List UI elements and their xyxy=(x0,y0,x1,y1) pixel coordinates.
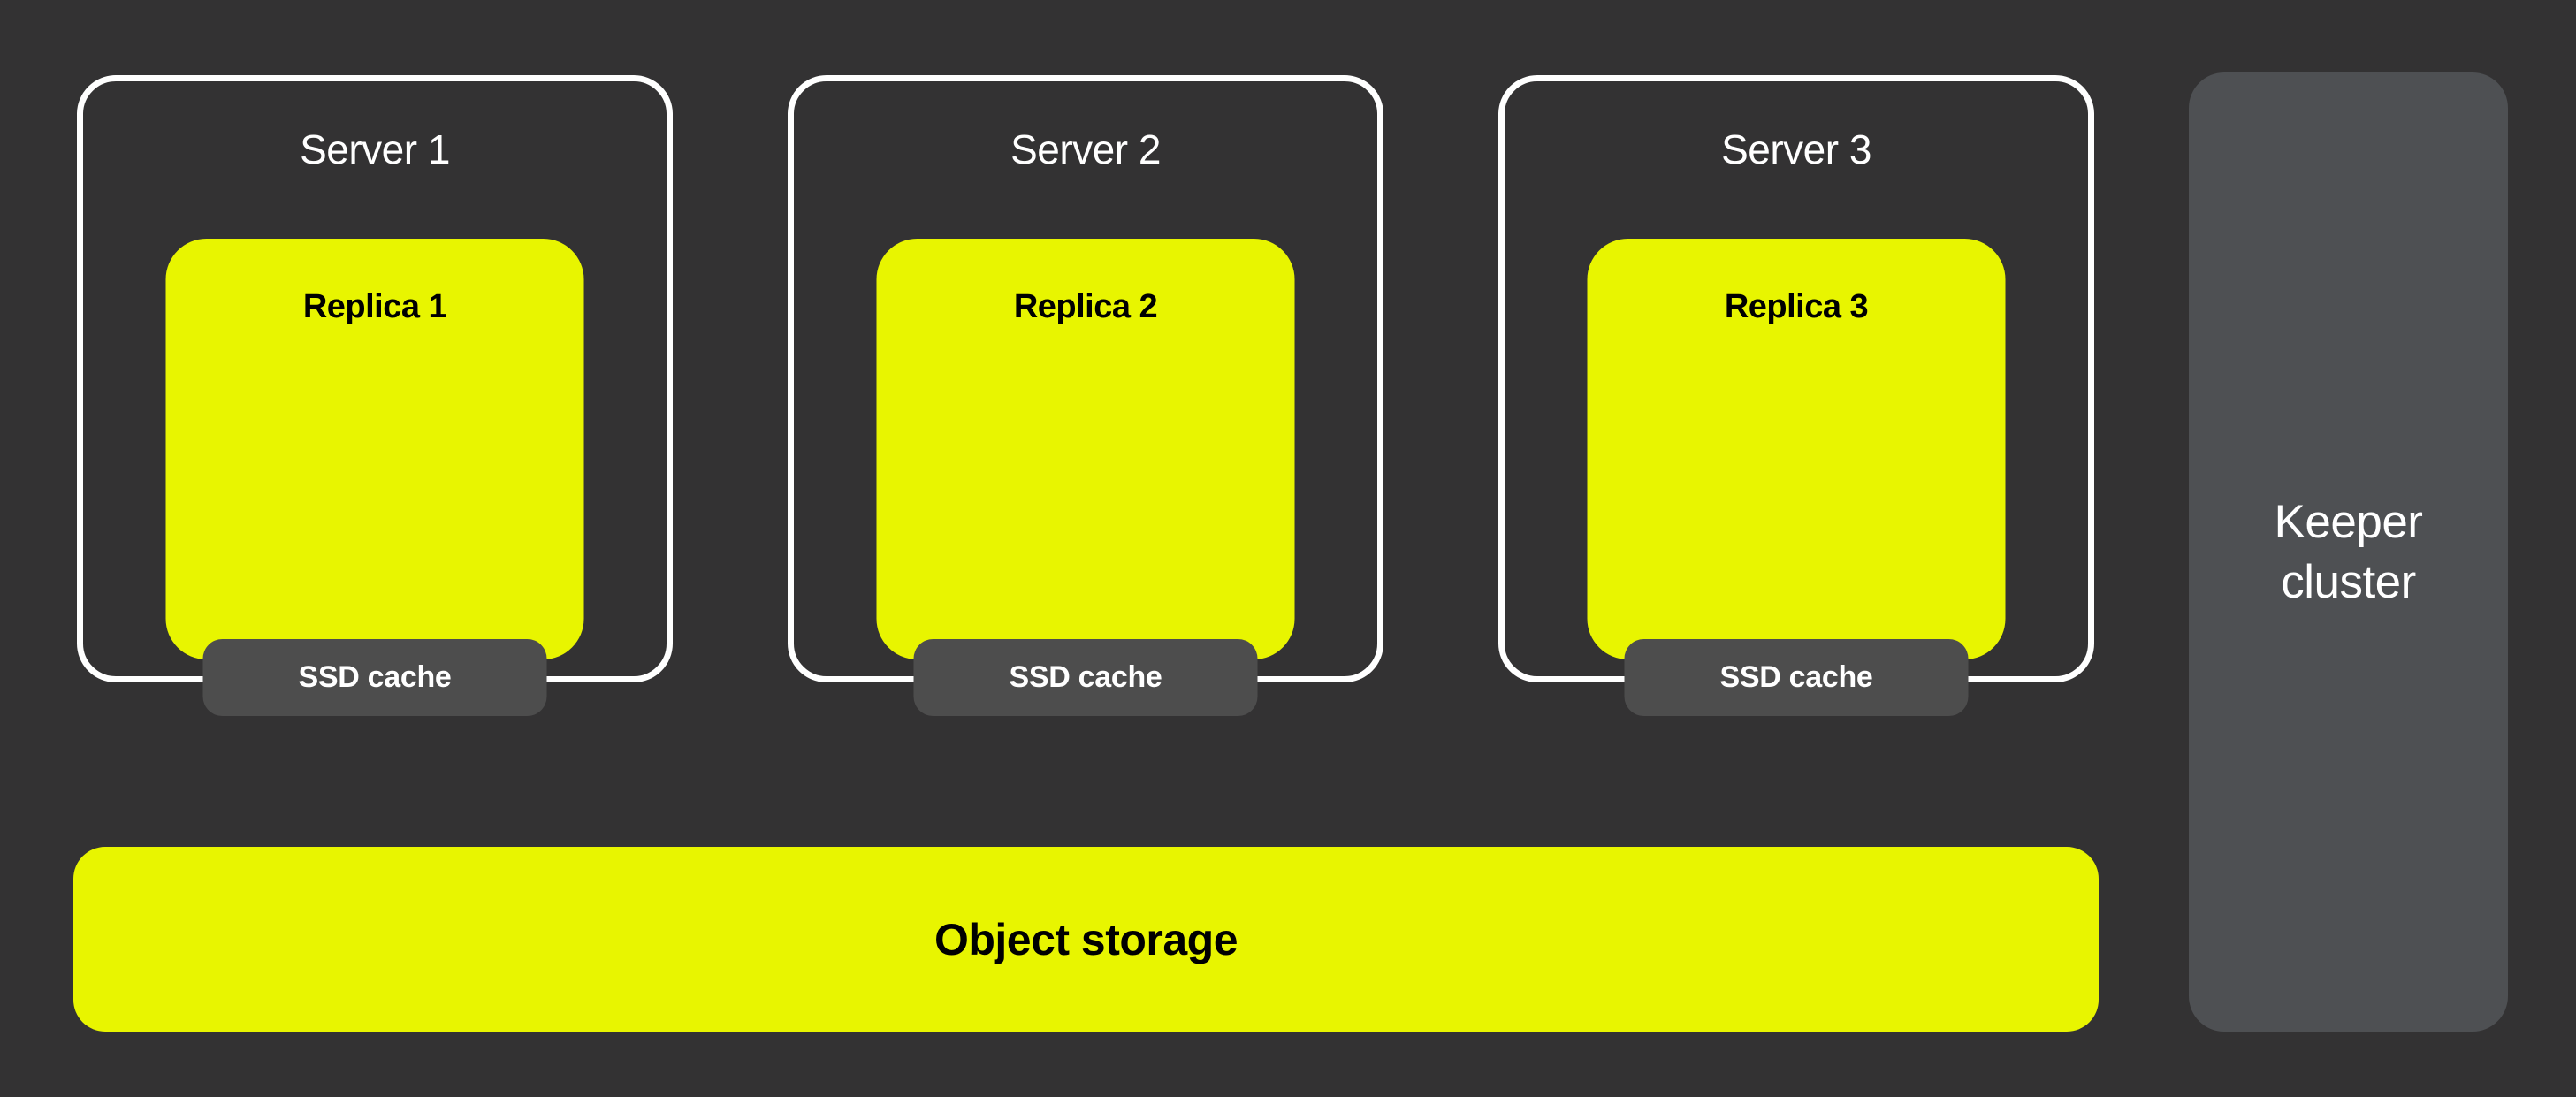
ssd-cache-2-label: SSD cache xyxy=(1009,660,1162,694)
replica-2-box: Replica 2 xyxy=(876,239,1295,659)
replica-3-box: Replica 3 xyxy=(1587,239,2006,659)
server-2-label: Server 2 xyxy=(1010,126,1161,172)
keeper-cluster-label: Keeper cluster xyxy=(2275,492,2423,613)
keeper-cluster-panel: Keeper cluster xyxy=(2189,72,2508,1032)
server-1-label: Server 1 xyxy=(300,126,450,172)
keeper-label-line1: Keeper xyxy=(2274,495,2423,548)
replica-3-label: Replica 3 xyxy=(1724,288,1869,325)
replica-1-box: Replica 1 xyxy=(165,239,584,659)
server-3-label: Server 3 xyxy=(1721,126,1871,172)
ssd-cache-1-chip: SSD cache xyxy=(202,639,547,716)
server-3-box: Server 3 Replica 3 SSD cache xyxy=(1498,75,2094,716)
ssd-cache-2-chip: SSD cache xyxy=(913,639,1258,716)
object-storage-label: Object storage xyxy=(934,914,1238,964)
keeper-label-line2: cluster xyxy=(2281,555,2416,608)
object-storage-bar: Object storage xyxy=(73,847,2099,1032)
ssd-cache-3-chip: SSD cache xyxy=(1624,639,1969,716)
server-1-box: Server 1 Replica 1 SSD cache xyxy=(77,75,673,716)
server-2-box: Server 2 Replica 2 SSD cache xyxy=(788,75,1383,716)
replica-1-label: Replica 1 xyxy=(302,288,447,325)
replica-2-label: Replica 2 xyxy=(1013,288,1158,325)
ssd-cache-3-label: SSD cache xyxy=(1719,660,1873,694)
ssd-cache-1-label: SSD cache xyxy=(298,660,452,694)
